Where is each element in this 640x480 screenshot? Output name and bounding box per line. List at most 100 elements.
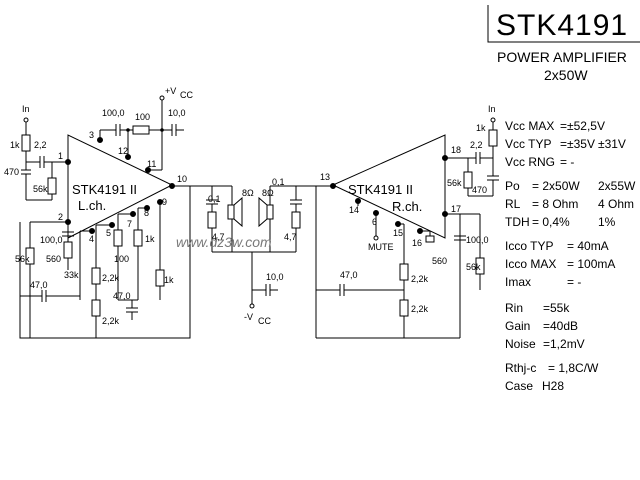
spec-value: =40dB [543,319,578,333]
spec-extra: ±31V [598,137,626,151]
right-amplifier-triangle [331,134,446,239]
svg-text:10: 10 [177,174,187,184]
spec-value: = 40mA [567,239,609,253]
spec-name: Rin [505,301,523,315]
spec-value: H28 [542,379,564,393]
svg-text:2,2: 2,2 [470,140,483,150]
svg-text:11: 11 [147,159,156,169]
svg-text:2: 2 [58,212,63,222]
spec-name: Vcc TYP [505,137,551,151]
svg-text:16: 16 [412,238,422,248]
spec-name: Imax [505,275,531,289]
spec-name: Gain [505,319,530,333]
left-channel-label: L.ch. [78,198,106,213]
svg-text:8Ω: 8Ω [262,188,274,198]
spec-name: Icco TYP [505,239,553,253]
svg-text:0,1: 0,1 [208,194,221,204]
svg-text:8Ω: 8Ω [242,188,254,198]
spec-value: = 1,8C/W [548,361,599,375]
svg-text:560: 560 [432,256,447,266]
left-input-network: In 1k 2,2 470 56k [4,104,68,201]
svg-text:12: 12 [118,146,128,156]
svg-text:MUTE: MUTE [368,242,394,252]
svg-text:1k: 1k [10,140,20,150]
subtitle-line2: 2x50W [544,67,588,83]
spec-name: Rthj-c [505,361,536,375]
svg-text:7: 7 [127,219,132,229]
svg-text:56k: 56k [33,184,48,194]
svg-text:18: 18 [451,145,461,155]
svg-text:2,2k: 2,2k [411,304,429,314]
svg-text:2,2k: 2,2k [411,274,429,284]
left-frame [19,185,212,339]
spec-extra: 2x55W [598,179,636,193]
svg-text:10,0: 10,0 [266,272,284,282]
svg-text:17: 17 [451,204,461,214]
svg-text:2,2k: 2,2k [102,316,120,326]
svg-text:9: 9 [162,197,167,207]
spec-value: = 8 Ohm [532,197,578,211]
svg-text:In: In [22,104,30,114]
svg-text:5: 5 [106,228,111,238]
svg-text:56k: 56k [15,254,30,264]
svg-text:56k: 56k [447,178,462,188]
subtitle-line1: POWER AMPLIFIER [497,49,627,65]
chip-label-right: STK4191 II [348,182,413,197]
svg-text:33k: 33k [64,270,79,280]
svg-text:2,2k: 2,2k [102,273,120,283]
svg-text:15: 15 [393,228,403,238]
svg-text:8: 8 [144,208,149,218]
left-output-network: 0,1 4,7 8Ω [206,185,254,252]
spec-name: Vcc MAX [505,119,554,133]
svg-text:6: 6 [372,217,377,227]
spec-value: = 0,4% [532,215,570,229]
svg-text:+V: +V [165,86,176,96]
svg-text:100,0: 100,0 [40,235,63,245]
svg-text:100,0: 100,0 [102,108,125,118]
svg-text:-V: -V [244,312,253,322]
title-text: STK4191 II [496,9,640,42]
svg-text:100: 100 [114,254,129,264]
right-bias-network: MUTE 2,2k 2,2k 47,0 560 100,0 56k [315,186,489,339]
svg-text:4,7: 4,7 [212,232,225,242]
svg-text:CC: CC [180,90,193,100]
spec-value: =±52,5V [560,119,605,133]
watermark-text: www.dz3w.com [176,234,272,250]
svg-text:3: 3 [89,130,94,140]
left-amplifier-triangle [67,134,174,239]
svg-text:100: 100 [135,112,150,122]
svg-text:4,7: 4,7 [284,232,297,242]
svg-text:47,0: 47,0 [113,291,131,301]
spec-value: = - [560,155,574,169]
svg-text:14: 14 [349,205,359,215]
svg-text:4: 4 [89,234,94,244]
spec-value: =±35V [560,137,595,151]
spec-extra: 4 Ohm [598,197,634,211]
spec-value: = 100mA [567,257,615,271]
spec-value: = - [567,275,581,289]
svg-text:1: 1 [58,151,63,161]
svg-text:47,0: 47,0 [340,270,358,280]
spec-name: Po [505,179,520,193]
spec-name: Noise [505,337,536,351]
left-bias-network: 2,2k 2,2k 100 1k 47,0 1k [91,202,174,338]
right-channel-label: R.ch. [392,199,422,214]
spec-value: =1,2mV [543,337,585,351]
spec-name: TDH [505,215,530,229]
spec-name: Vcc RNG [505,155,555,169]
svg-text:In: In [488,104,496,114]
spec-name: RL [505,197,521,211]
svg-text:1k: 1k [145,234,155,244]
left-feedback-network: 56k 100,0 560 33k 47,0 [15,221,92,338]
spec-value: = 2x50W [532,179,580,193]
spec-name: Case [505,379,533,393]
svg-text:470: 470 [472,185,487,195]
svg-text:47,0: 47,0 [30,280,48,290]
svg-text:2,2: 2,2 [34,140,47,150]
svg-text:10,0: 10,0 [168,108,186,118]
svg-text:1k: 1k [476,123,486,133]
right-output-network: 0,1 4,7 8Ω [212,177,333,253]
svg-text:CC: CC [258,316,271,326]
